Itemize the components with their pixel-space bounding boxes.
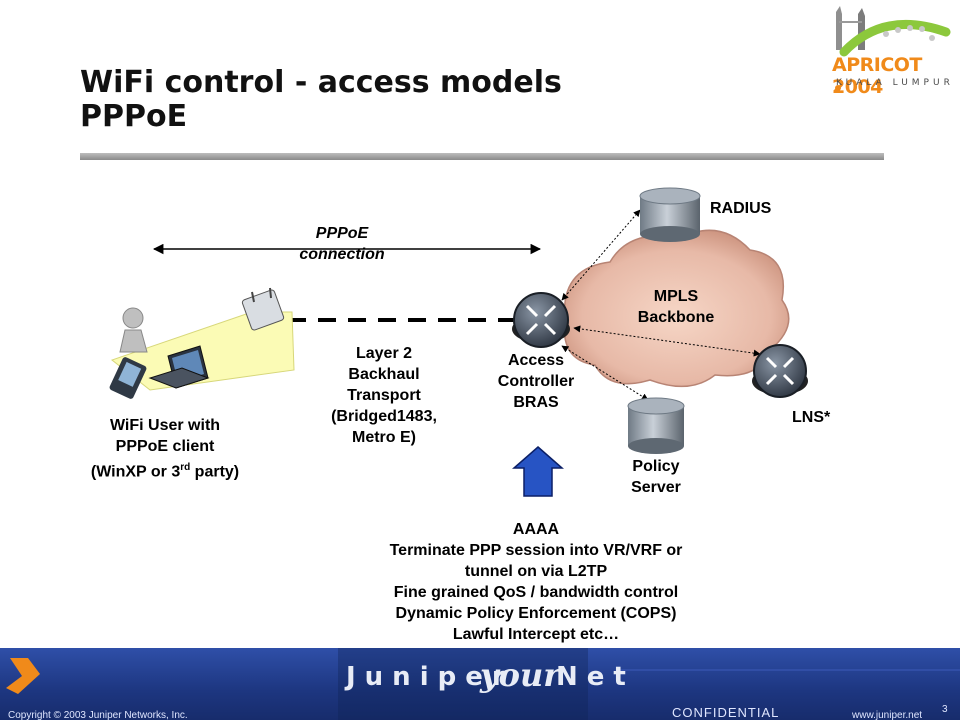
apricot-logo-graphic [835, 6, 951, 91]
wifi-user-line-3: (WinXP or 3rd party) [62, 457, 268, 482]
wifi-user-line-1: WiFi User with [109, 417, 221, 434]
upward-arrow-icon [512, 446, 564, 497]
feature-item: Dynamic Policy Enforcement (COPS) [395, 605, 677, 622]
mpls-backbone-label: MPLS Backbone [616, 286, 736, 328]
feature-item: Terminate PPP session into VR/VRF or [389, 542, 683, 559]
wifi-user-line-3-post: party) [190, 463, 240, 481]
mpls-label-line-1: MPLS [653, 288, 699, 305]
policy-server-icon [627, 397, 685, 454]
footer-center-shade [338, 648, 588, 720]
apricot-2004-logo: APRICOT 2004 KUALA LUMPUR [814, 2, 954, 100]
wifi-user-label: WiFi User with PPPoE client (WinXP or 3r… [62, 415, 268, 482]
layer2-line-2: Backhaul [348, 366, 420, 383]
apricot-logo-name: APRICOT 2004 [832, 54, 922, 98]
footer-copyright: Copyright © 2003 Juniper Networks, Inc. [8, 710, 188, 721]
radius-server-icon [639, 187, 701, 242]
user-silhouette-icon [119, 307, 148, 353]
footer-brand-net: Net [556, 662, 635, 692]
access-label-line-1: Access [507, 352, 565, 369]
juniper-swoosh-icon [6, 658, 40, 694]
title-line-1: WiFi control - access models [80, 65, 562, 100]
footer-graphics [6, 648, 960, 720]
footer-confidential: CONFIDENTIAL [672, 705, 780, 720]
layer2-line-5: Metro E) [352, 429, 416, 446]
pda-device-icon [109, 357, 147, 399]
layer2-backhaul-label: Layer 2 Backhaul Transport (Bridged1483,… [314, 343, 454, 448]
layer2-line-4: (Bridged1483, [331, 408, 437, 425]
laptop-icon [148, 345, 210, 389]
layer2-line-1: Layer 2 [355, 345, 413, 362]
wifi-user-line-3-sup: rd [180, 462, 191, 473]
apricot-logo-city: KUALA LUMPUR [836, 78, 954, 88]
access-controller-router-icon [512, 292, 570, 348]
title-rule [80, 153, 884, 160]
wifi-user-line-3-pre: (WinXP or 3 [90, 463, 181, 481]
access-controller-label: Access Controller BRAS [476, 350, 596, 413]
feature-list: AAAA Terminate PPP session into VR/VRF o… [330, 519, 742, 645]
feature-item: tunnel on via L2TP [464, 563, 608, 580]
link-bras-lns [573, 325, 761, 357]
policy-label-line-1: Policy [632, 458, 680, 475]
wifi-user-line-2: PPPoE client [115, 438, 215, 455]
policy-label-line-2: Server [631, 479, 681, 496]
radius-label: RADIUS [710, 200, 772, 217]
feature-item: AAAA [512, 521, 560, 538]
pppoe-label-line-2: connection [299, 246, 385, 263]
page-number: 3 [942, 704, 948, 715]
slide-title: WiFi control - access models PPPoE [80, 66, 562, 134]
title-line-2: PPPoE [80, 99, 188, 134]
mpls-label-line-2: Backbone [637, 309, 715, 326]
access-label-line-3: BRAS [513, 394, 559, 411]
footer-banner: Juniper your Net Copyright © 2003 Junipe… [0, 648, 960, 721]
policy-server-label: Policy Server [598, 456, 714, 498]
footer-brand-your: your [480, 656, 561, 694]
pppoe-connection-label: PPPoE connection [282, 223, 402, 265]
feature-item: Lawful Intercept etc… [452, 626, 620, 643]
lns-router-icon [752, 344, 808, 398]
pppoe-label-line-1: PPPoE [315, 225, 369, 242]
access-label-line-2: Controller [497, 373, 575, 390]
footer-website: www.juniper.net [852, 710, 923, 721]
lns-label: LNS* [792, 409, 831, 426]
layer2-line-3: Transport [347, 387, 421, 404]
feature-item: Fine grained QoS / bandwidth control [393, 584, 679, 601]
link-bras-policy [561, 345, 649, 401]
wireless-access-point-icon [241, 287, 285, 331]
footer-brand-juniper: Juniper [346, 662, 514, 692]
